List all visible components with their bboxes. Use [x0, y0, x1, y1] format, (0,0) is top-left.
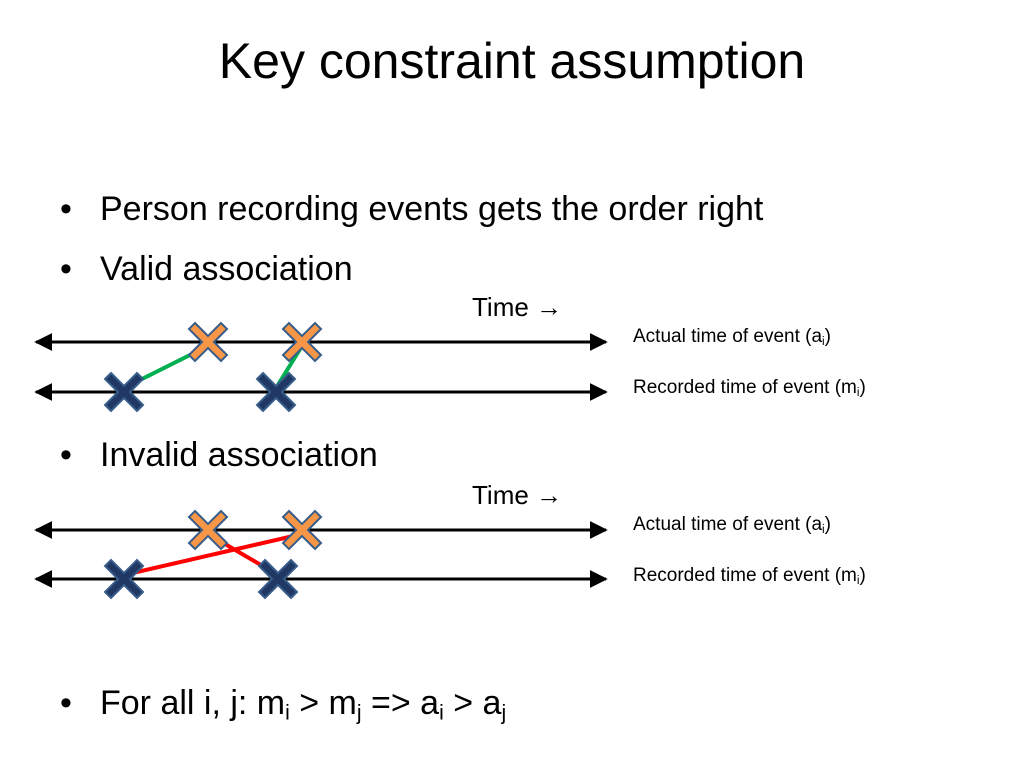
recorded-event-marker-icon [257, 558, 299, 600]
recorded-event-marker-icon [103, 371, 145, 413]
legend-text: Recorded time of event (m [633, 377, 857, 398]
constraint-part: > a [443, 684, 502, 722]
valid-time-label: Time → [472, 292, 563, 322]
subscript: i [822, 522, 825, 536]
constraint-part: => a [361, 684, 440, 722]
constraint-part: For all i, j: m [100, 684, 286, 722]
bullet-text: Invalid association [100, 436, 378, 474]
subscript: i [856, 573, 860, 587]
legend-text: Actual time of event (a [633, 326, 823, 347]
subscript: j [501, 701, 507, 725]
invalid-actual-legend: Actual time of event (ai) [633, 514, 831, 536]
actual-event-marker-icon [281, 509, 323, 551]
recorded-event-marker-icon [103, 558, 145, 600]
actual-event-marker-icon [187, 321, 229, 363]
subscript: i [439, 701, 444, 725]
subscript: i [285, 701, 290, 725]
actual-event-marker-icon [187, 509, 229, 551]
bullet-text: Valid association [100, 250, 353, 288]
bullet-order-right: • Person recording events gets the order … [60, 190, 763, 229]
bullet-invalid-association: • Invalid association [60, 436, 378, 475]
bullet-dot: • [60, 190, 72, 228]
valid-recorded-legend: Recorded time of event (mi) [633, 377, 866, 399]
bullet-constraint: •For all i, j: mi > mj => ai > aj [60, 684, 506, 725]
subscript: j [356, 701, 362, 725]
actual-event-marker-icon [281, 321, 323, 363]
legend-text: ) [824, 514, 831, 535]
constraint-part: > m [289, 684, 357, 722]
invalid-recorded-legend: Recorded time of event (mi) [633, 565, 866, 587]
bullet-dot: • [60, 250, 72, 288]
bullet-dot: • [60, 436, 72, 474]
legend-text: ) [859, 565, 866, 586]
legend-text: ) [859, 377, 866, 398]
subscript: i [856, 385, 860, 399]
bullet-valid-association: • Valid association [60, 250, 353, 289]
legend-text: ) [824, 326, 831, 347]
bullet-text: Person recording events gets the order r… [100, 190, 764, 228]
legend-text: Recorded time of event (m [633, 565, 857, 586]
legend-text: Actual time of event (a [633, 514, 823, 535]
valid-actual-legend: Actual time of event (ai) [633, 326, 831, 348]
constraint-text: For all i, j: mi > mj => ai > aj [100, 684, 507, 725]
invalid-link-line [123, 532, 303, 577]
subscript: i [822, 334, 825, 348]
recorded-event-marker-icon [255, 371, 297, 413]
invalid-time-label: Time → [472, 480, 563, 510]
bullet-dot: • [60, 684, 72, 722]
slide-title: Key constraint assumption [218, 33, 806, 89]
